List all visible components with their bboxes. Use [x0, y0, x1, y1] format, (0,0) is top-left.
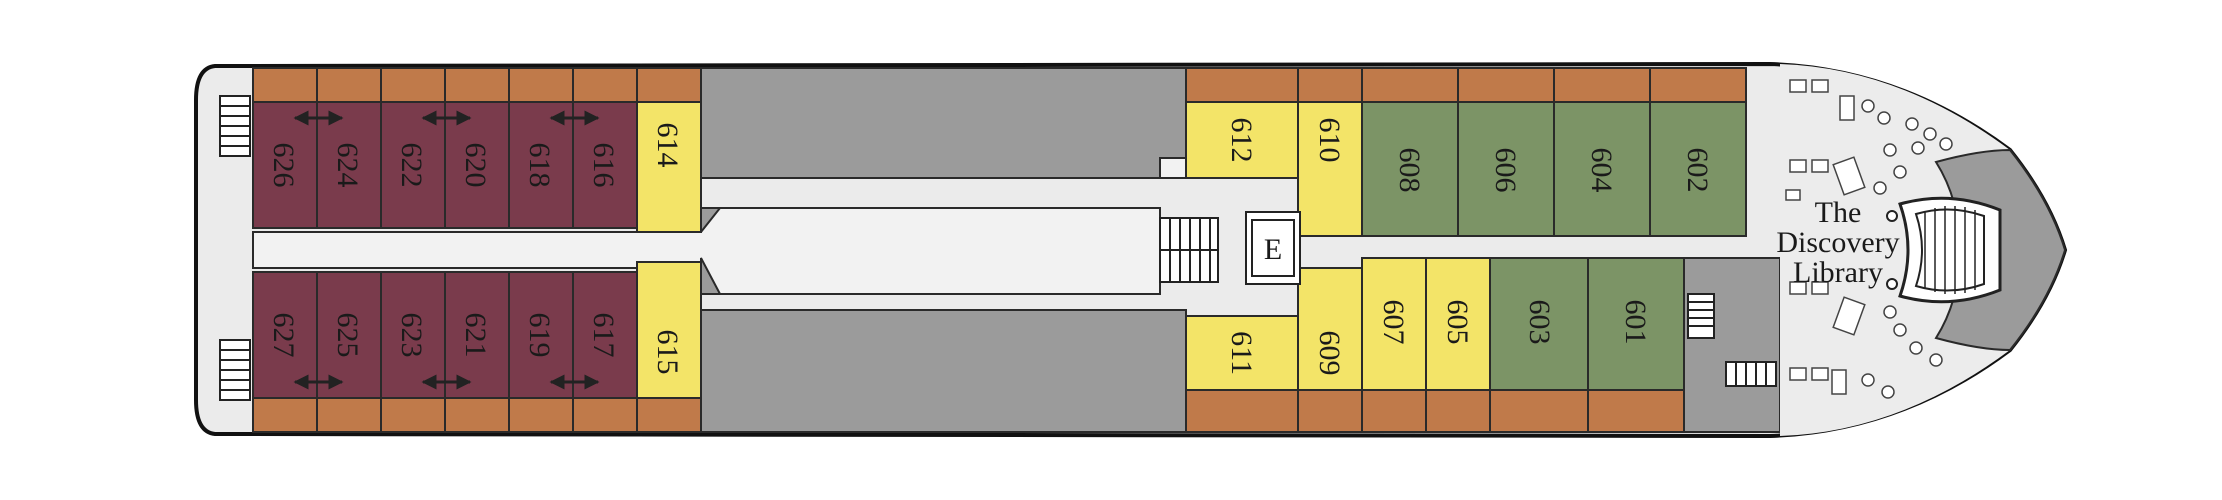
cabin-label: 604	[1585, 148, 1618, 193]
service-area	[700, 309, 1187, 433]
cabin-label: 620	[459, 143, 492, 188]
cabin-label: 615	[651, 330, 684, 375]
stairs-icon	[1159, 217, 1219, 283]
balcony	[1587, 389, 1685, 433]
cabin-label: 624	[331, 143, 364, 188]
lounge-chair-icon	[1785, 79, 1953, 399]
service-area	[700, 67, 1187, 179]
forward-cabins-upper	[1185, 101, 1747, 237]
balcony	[1361, 67, 1459, 103]
elevator-label: E	[1264, 233, 1282, 266]
library-label-line2: Discovery	[1776, 226, 1899, 259]
library-label-line3: Library	[1793, 256, 1883, 289]
cabin-label: 610	[1313, 118, 1346, 163]
cabin-label: 619	[523, 313, 556, 358]
cabin-label: 627	[267, 313, 300, 358]
cabin-612[interactable]	[1185, 101, 1299, 179]
balcony	[316, 397, 382, 433]
cabin-602[interactable]	[1649, 101, 1747, 237]
cabin-label: 601	[1619, 300, 1652, 345]
cabin-601[interactable]	[1587, 257, 1685, 391]
discovery-library[interactable]: The Discovery Library	[1776, 64, 2067, 436]
balcony	[636, 397, 702, 433]
balcony	[1185, 67, 1299, 103]
cabin-label: 616	[587, 143, 620, 188]
cabin-623[interactable]	[380, 271, 446, 399]
cabin-607[interactable]	[1361, 257, 1427, 391]
cabin-label: 622	[395, 143, 428, 188]
gangway-ladder-icon	[1687, 293, 1777, 387]
cabin-label: 618	[523, 143, 556, 188]
balcony	[1425, 389, 1491, 433]
cabin-label: 603	[1523, 300, 1556, 345]
balconies	[252, 67, 1747, 433]
cabin-label: 617	[587, 313, 620, 358]
balcony	[1649, 67, 1747, 103]
cabin-604[interactable]	[1553, 101, 1651, 237]
balcony	[1489, 389, 1589, 433]
cabin-label: 625	[331, 313, 364, 358]
library-label-line1: The	[1815, 196, 1862, 229]
cabin-label: 612	[1225, 118, 1258, 163]
cabin-label: 621	[459, 313, 492, 358]
cabin-label: 605	[1441, 300, 1474, 345]
balcony	[1297, 67, 1363, 103]
balcony	[1297, 389, 1363, 433]
cabin-605[interactable]	[1425, 257, 1491, 391]
balcony	[1361, 389, 1427, 433]
cabin-615[interactable]	[636, 261, 702, 399]
cabin-label: 626	[267, 143, 300, 188]
stern-ladder-top-icon	[219, 95, 251, 157]
balcony	[1553, 67, 1651, 103]
cabin-label: 623	[395, 313, 428, 358]
balcony	[380, 397, 446, 433]
bow-staircase-icon	[1886, 196, 2002, 304]
cabin-label: 602	[1681, 148, 1714, 193]
cabin-label: 606	[1489, 148, 1522, 193]
cabin-label: 608	[1393, 148, 1426, 193]
balcony	[252, 397, 318, 433]
balcony	[508, 67, 574, 103]
cabin-621[interactable]	[444, 271, 510, 399]
cabin-611[interactable]	[1185, 315, 1299, 391]
forward-cabins-lower	[1185, 257, 1685, 391]
cabin-labels: 626 624 622 620 618 616 614 627 625 623 …	[267, 118, 1714, 376]
corridor	[252, 157, 1187, 295]
cabin-label: 611	[1225, 331, 1258, 375]
cabin-label: 609	[1313, 331, 1346, 376]
cabin-label: 607	[1377, 300, 1410, 345]
service-area	[1683, 257, 1781, 433]
balcony	[1185, 389, 1299, 433]
connecting-doors	[293, 110, 600, 390]
cabin-614[interactable]	[636, 101, 702, 233]
balcony	[444, 397, 510, 433]
suites-lower	[252, 261, 702, 399]
cabin-606[interactable]	[1457, 101, 1555, 237]
balcony	[444, 67, 510, 103]
balcony	[572, 397, 638, 433]
stern-ladder-bottom-icon	[219, 339, 251, 401]
cabin-608[interactable]	[1361, 101, 1459, 237]
elevator-icon[interactable]: E	[1245, 211, 1301, 285]
balcony	[508, 397, 574, 433]
cabin-603[interactable]	[1489, 257, 1589, 391]
balcony	[316, 67, 382, 103]
balcony	[1457, 67, 1555, 103]
balcony	[252, 67, 318, 103]
balcony	[572, 67, 638, 103]
balcony	[636, 67, 702, 103]
balcony	[380, 67, 446, 103]
cabin-label: 614	[651, 123, 684, 168]
